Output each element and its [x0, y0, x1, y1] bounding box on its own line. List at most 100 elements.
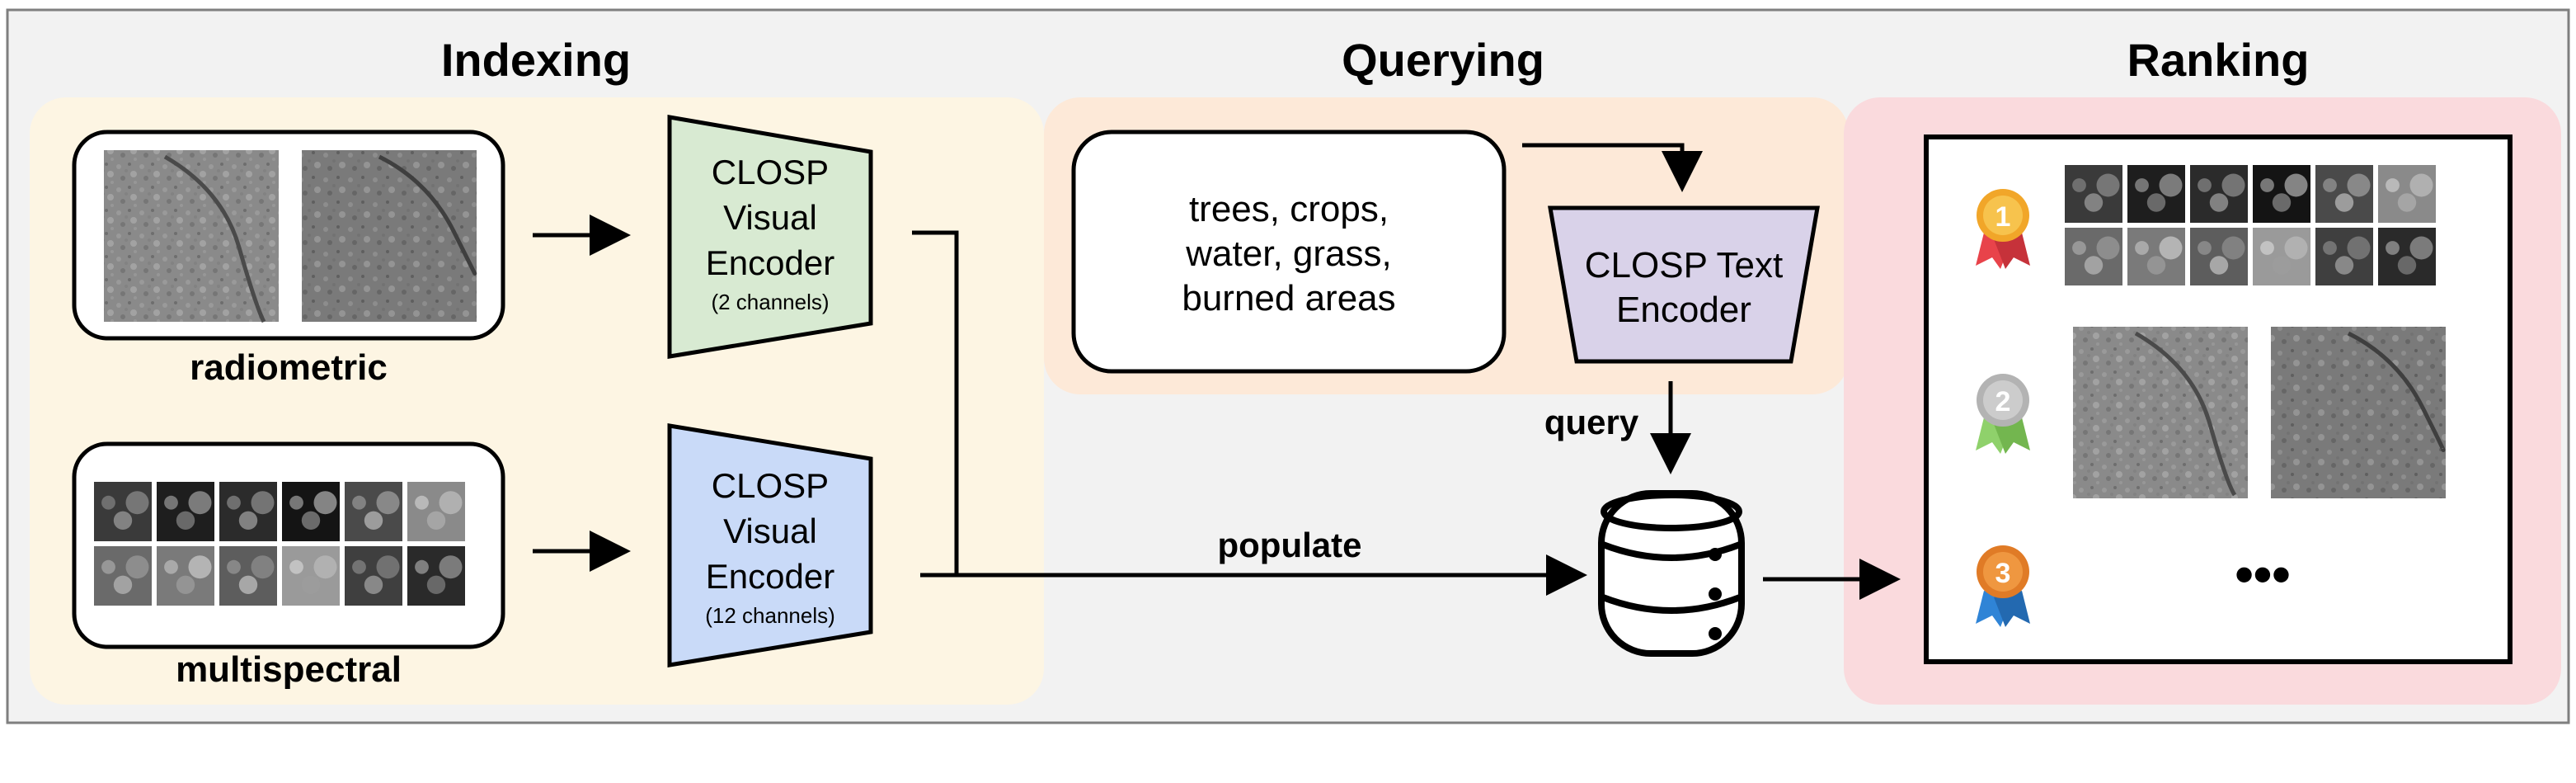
- rank-1-thumbnail-texture: [2198, 241, 2212, 255]
- rank-1-thumbnail-texture: [2209, 193, 2229, 212]
- multispectral-thumbnail-texture: [113, 511, 133, 530]
- populate-label: populate: [1218, 526, 1362, 564]
- rank-number-3: 3: [1995, 558, 2011, 589]
- encoder-multispectral-line-3: Encoder: [706, 557, 834, 596]
- multispectral-thumbnail-texture: [176, 575, 195, 594]
- rank-1-thumbnail-texture: [2146, 193, 2166, 212]
- rank-2-image-1: [2073, 327, 2248, 498]
- multispectral-thumbnail-texture: [188, 555, 212, 579]
- multispectral-thumbnail-texture: [238, 511, 258, 530]
- multispectral-thumbnail-texture: [439, 555, 463, 579]
- rank-1-thumbnail-texture: [2347, 173, 2371, 197]
- text-encoder-line-2: Encoder: [1616, 290, 1751, 330]
- encoder-multispectral-line-2: Visual: [723, 512, 817, 550]
- rank-1-thumbnail-texture: [2386, 178, 2400, 192]
- rank-1-thumbnail-texture: [2284, 173, 2308, 197]
- arrow-query-to-text-encoder: [1522, 143, 1703, 192]
- multispectral-thumbnail-texture: [313, 555, 337, 579]
- rank-1-thumbnail-texture: [2072, 241, 2086, 255]
- rank-1-thumbnail-texture: [2272, 193, 2292, 212]
- rank-1-thumbnail-texture: [2096, 173, 2120, 197]
- rank-1-thumbnail-texture: [2323, 241, 2337, 255]
- rank-1-thumbnail-texture: [2347, 236, 2371, 260]
- text-encoder: [1548, 205, 1820, 364]
- encoder-radiometric-line-1: CLOSP: [712, 153, 829, 191]
- multispectral-thumbnail-texture: [313, 491, 337, 515]
- rank-1-thumbnail-texture: [2146, 256, 2166, 275]
- rank-1-thumbnail-texture: [2135, 241, 2149, 255]
- multispectral-thumbnail-texture: [352, 495, 366, 510]
- gold-medal-icon: 1: [1976, 189, 2030, 269]
- query-label: query: [1544, 403, 1639, 441]
- rank-1-thumbnail-texture: [2260, 241, 2274, 255]
- encoder-multispectral-channels: (12 channels): [705, 603, 835, 628]
- multispectral-thumbnail-texture: [101, 559, 115, 574]
- multispectral-thumbnail-texture: [251, 491, 275, 515]
- multispectral-thumbnail-texture: [289, 495, 303, 510]
- query-text-box: [1071, 130, 1507, 374]
- rank-1-thumbnail-texture: [2409, 236, 2433, 260]
- rank-2-texture: [2347, 331, 2446, 452]
- multispectral-thumbnail-texture: [426, 575, 446, 594]
- encoder-radiometric-channels: (2 channels): [711, 290, 829, 314]
- rank-number-1: 1: [1995, 201, 2011, 233]
- rank-1-thumbnail-texture: [2159, 173, 2183, 197]
- text-encoder-line-1: CLOSP Text: [1585, 245, 1784, 285]
- multispectral-thumbnail-texture: [101, 495, 115, 510]
- multispectral-thumbnail-texture: [301, 511, 321, 530]
- rank-1-thumbnail-texture: [2198, 178, 2212, 192]
- rank-1-thumbnails: [2065, 165, 2436, 285]
- radiometric-texture: [378, 154, 477, 276]
- encoder-multispectral-line-1: CLOSP: [712, 466, 829, 505]
- rank-2-texture: [2134, 331, 2237, 497]
- rank-2-image-2: [2271, 327, 2446, 498]
- multispectral-thumbnail-texture: [164, 559, 178, 574]
- multispectral-thumbnail-texture: [188, 491, 212, 515]
- multispectral-thumbnail-texture: [376, 555, 400, 579]
- multispectral-thumbnail-texture: [364, 511, 383, 530]
- multispectral-thumbnail-texture: [176, 511, 195, 530]
- rank-1-thumbnail-texture: [2323, 178, 2337, 192]
- radiometric-image-1: [104, 150, 279, 322]
- multispectral-thumbnail-texture: [227, 559, 241, 574]
- more-results-ellipsis: •••: [2235, 545, 2290, 604]
- bronze-medal-icon: 3: [1976, 545, 2030, 627]
- multispectral-thumbnails: [94, 482, 465, 606]
- rank-1-thumbnail-texture: [2397, 256, 2417, 275]
- multispectral-thumbnail-texture: [125, 555, 149, 579]
- multispectral-thumbnail-texture: [289, 559, 303, 574]
- rank-1-thumbnail-texture: [2284, 236, 2308, 260]
- rank-1-thumbnail-texture: [2334, 193, 2354, 212]
- silver-medal-icon: 2: [1976, 374, 2030, 454]
- multispectral-thumbnail-texture: [251, 555, 275, 579]
- multispectral-image-frame: [72, 441, 505, 649]
- radiometric-texture: [163, 154, 266, 323]
- section-title-ranking: Ranking: [2127, 34, 2310, 86]
- rank-1-thumbnail-texture: [2397, 193, 2417, 212]
- multispectral-thumbnail-texture: [415, 495, 429, 510]
- section-title-querying: Querying: [1342, 34, 1544, 86]
- multispectral-thumbnail-texture: [439, 491, 463, 515]
- rank-1-thumbnail-texture: [2159, 236, 2183, 260]
- multispectral-thumbnail-texture: [426, 511, 446, 530]
- multispectral-label: multispectral: [176, 649, 402, 690]
- visual-encoder-multispectral: [667, 423, 873, 667]
- rank-1-thumbnail-texture: [2072, 178, 2086, 192]
- radiometric-image-2: [302, 150, 477, 322]
- rank-1-thumbnail-texture: [2084, 256, 2104, 275]
- rank-1-thumbnail-texture: [2260, 178, 2274, 192]
- rank-1-thumbnail-texture: [2386, 241, 2400, 255]
- rank-1-thumbnail-texture: [2084, 193, 2104, 212]
- multispectral-thumbnail-texture: [364, 575, 383, 594]
- multispectral-thumbnail-texture: [352, 559, 366, 574]
- rank-1-thumbnail-texture: [2334, 256, 2354, 275]
- rank-1-thumbnail-texture: [2135, 178, 2149, 192]
- rank-1-thumbnail-texture: [2221, 173, 2245, 197]
- rank-1-thumbnail-texture: [2221, 236, 2245, 260]
- rank-number-2: 2: [1995, 386, 2011, 417]
- radiometric-label: radiometric: [190, 347, 388, 388]
- multispectral-thumbnail-texture: [113, 575, 133, 594]
- rank-1-thumbnail-texture: [2409, 173, 2433, 197]
- multispectral-thumbnail-texture: [301, 575, 321, 594]
